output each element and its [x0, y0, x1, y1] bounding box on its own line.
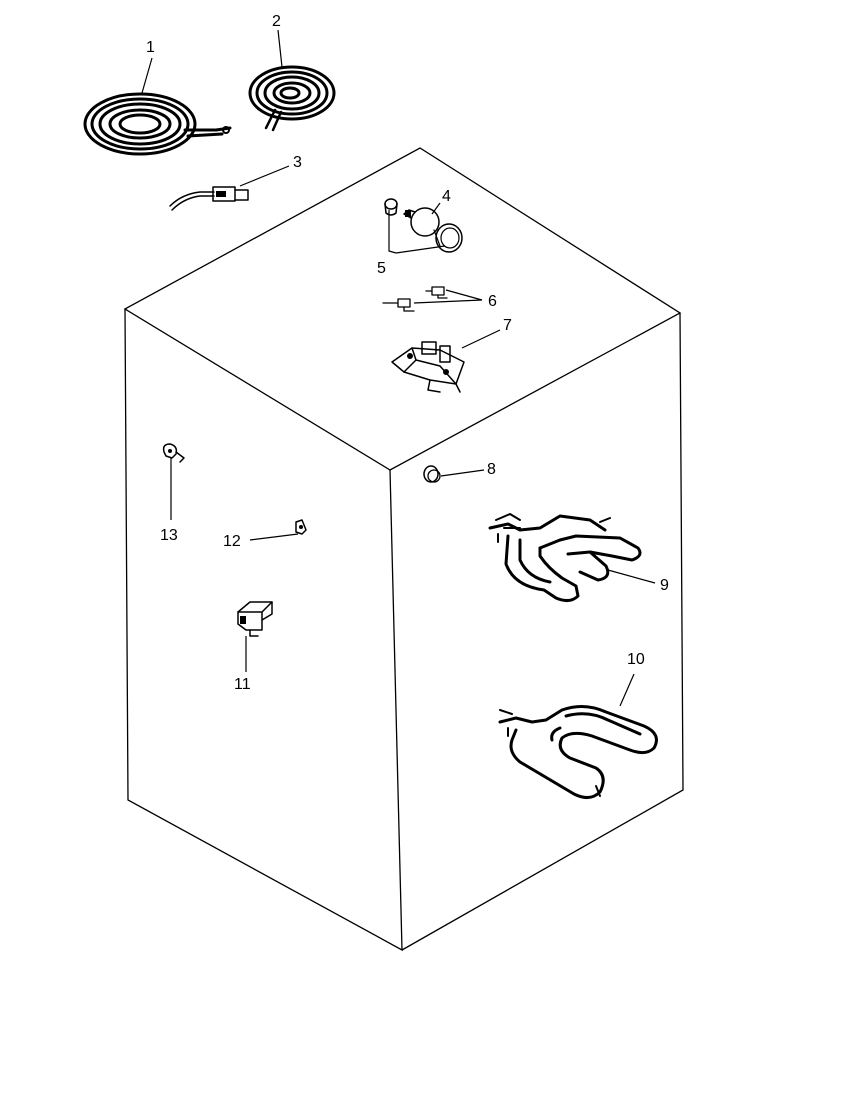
callout-11: 11 [234, 676, 251, 693]
callout-3: 3 [293, 154, 302, 171]
bracket-icon[interactable] [237, 601, 273, 637]
bake-element-icon[interactable] [498, 705, 658, 799]
callout-10: 10 [627, 651, 645, 668]
callout-2-leader [277, 29, 283, 68]
oven-light-bulb-icon[interactable] [403, 207, 463, 253]
cabinet-box-outline [123, 147, 684, 952]
callout-13: 13 [160, 527, 178, 544]
callout-1: 1 [146, 39, 155, 56]
clip-icon[interactable] [162, 443, 185, 463]
wire-terminal-icon[interactable] [169, 186, 249, 211]
infinite-switch-icon[interactable] [391, 341, 465, 393]
callout-3-leader [239, 165, 290, 187]
callout-6-leader-a [445, 289, 483, 301]
callout-1-leader [141, 57, 153, 94]
callout-7-leader [461, 329, 501, 349]
callout-4: 4 [442, 188, 451, 205]
callout-5-leader [388, 210, 446, 254]
callout-7: 7 [503, 317, 512, 334]
callout-4-leader [431, 202, 441, 215]
terminal-clips-icon[interactable] [382, 286, 448, 312]
small-surface-coil-element-icon[interactable] [248, 65, 336, 132]
callout-5: 5 [377, 260, 386, 277]
screw-icon[interactable] [295, 519, 307, 535]
callout-12: 12 [223, 533, 241, 550]
callout-2: 2 [272, 13, 281, 30]
callout-8-leader [440, 469, 485, 477]
callout-8: 8 [487, 461, 496, 478]
broil-element-icon[interactable] [488, 513, 642, 603]
callout-9-leader [607, 569, 656, 584]
callout-9: 9 [660, 577, 669, 594]
callout-6-leader-b [413, 299, 483, 304]
callout-10-leader [619, 673, 635, 707]
large-surface-coil-element-icon[interactable] [83, 92, 232, 156]
grommet-icon[interactable] [423, 465, 441, 483]
light-socket-icon[interactable] [384, 198, 398, 216]
callout-6: 6 [488, 293, 497, 310]
callout-12-leader [249, 533, 299, 541]
